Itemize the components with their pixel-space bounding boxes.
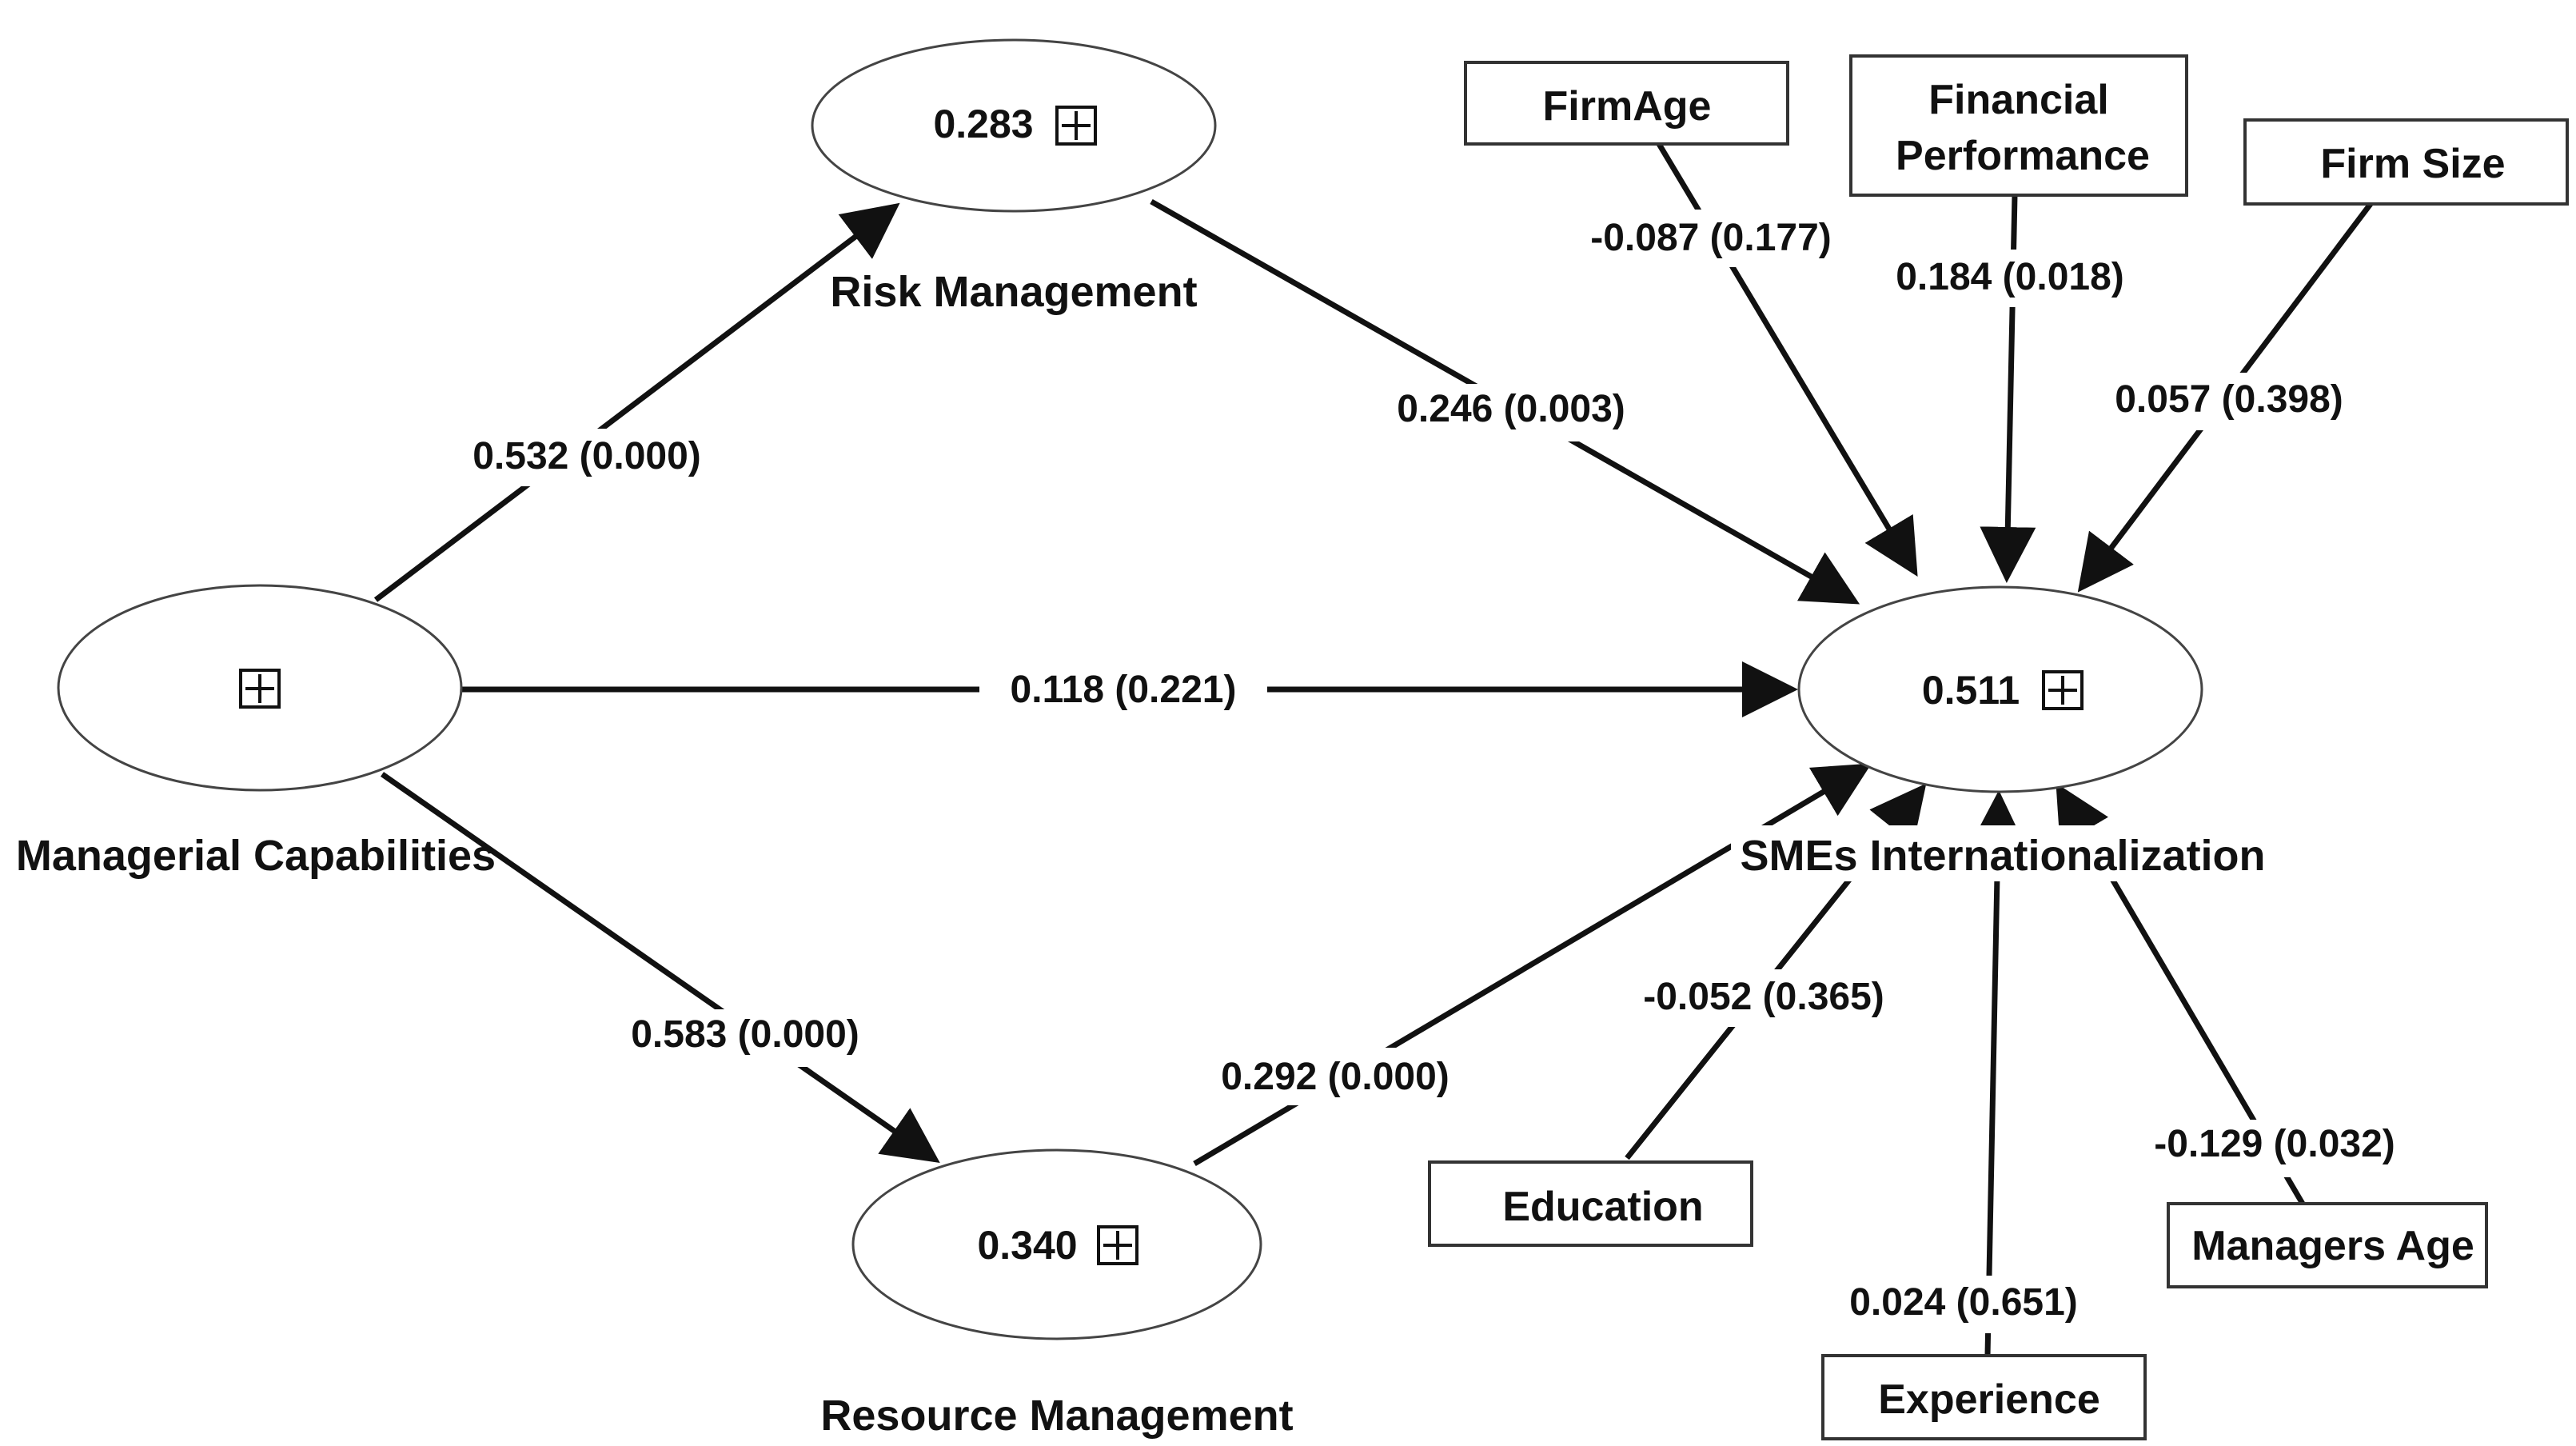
edge-firmage-to-smes [1656,142,1918,577]
construct-risk-management[interactable]: 0.283 Risk Management [811,38,1217,316]
expand-icon[interactable] [1055,106,1097,146]
label-managersage-to-smes: -0.129 (0.032) [2154,1123,2395,1165]
label-education-to-smes: -0.052 (0.365) [1643,976,1884,1018]
control-experience[interactable]: Experience [1821,1354,2147,1440]
label-mc-to-resource: 0.583 (0.000) [631,1013,859,1056]
financial-performance-box[interactable] [1849,54,2188,197]
managers-age-label: Managers Age [2191,1223,2474,1269]
construct-smes-internationalization[interactable]: 0.511 SMEs Internationalization [1731,585,2275,881]
control-firm-age[interactable]: FirmAge [1464,61,1789,146]
construct-resource-management[interactable]: 0.340 Resource Management [820,1148,1294,1440]
firm-age-label: FirmAge [1543,83,1712,130]
firm-size-box[interactable] [2243,118,2569,206]
label-firmsize-to-smes: 0.057 (0.398) [2115,378,2343,421]
label-firmage-to-smes: -0.087 (0.177) [1590,217,1832,259]
label-risk-to-smes: 0.246 (0.003) [1397,388,1625,430]
experience-box[interactable] [1821,1354,2147,1440]
control-managers-age[interactable]: Managers Age [2167,1202,2488,1288]
control-financial-performance[interactable]: Financial Performance [1849,54,2188,197]
label-experience-to-smes: 0.024 (0.651) [1849,1281,2078,1324]
control-firm-size[interactable]: Firm Size [2243,118,2569,206]
financial-performance-label-line1: Financial [1928,77,2108,123]
firm-age-box[interactable] [1464,61,1789,146]
risk-management-ellipse[interactable] [811,38,1217,213]
education-box[interactable] [1428,1160,1753,1247]
resource-management-ellipse[interactable] [851,1148,1262,1340]
edge-mc-to-risk [373,202,900,602]
control-education[interactable]: Education [1428,1160,1753,1247]
label-finperf-to-smes: 0.184 (0.018) [1896,256,2124,298]
resource-management-label: Resource Management [820,1392,1293,1440]
resource-management-r2: 0.340 [977,1223,1077,1268]
managerial-capabilities-label: Managerial Capabilities [16,832,496,880]
label-resource-to-smes: 0.292 (0.000) [1221,1056,1449,1098]
expand-icon[interactable] [2042,670,2084,710]
financial-performance-label-line2: Performance [1896,133,2150,179]
path-labels: 0.118 (0.221) 0.532 (0.000) 0.583 (0.000… [457,210,2411,1333]
managers-age-box[interactable] [2167,1202,2488,1288]
edge-mc-to-resource [380,772,940,1164]
edge-experience-to-smes [1969,790,2026,1356]
smes-internationalization-label: SMEs Internationalization [1740,832,2265,880]
firm-size-label: Firm Size [2320,141,2505,187]
smes-internationalization-ellipse[interactable] [1797,585,2203,793]
risk-management-r2: 0.283 [933,102,1033,146]
risk-management-label: Risk Management [830,268,1197,316]
label-mc-to-smes: 0.118 (0.221) [1011,669,1237,711]
construct-managerial-capabilities[interactable]: Managerial Capabilities [16,584,496,880]
education-label: Education [1502,1184,1703,1230]
expand-icon[interactable] [239,669,281,709]
smes-internationalization-r2: 0.511 [1922,668,2020,713]
expand-icon[interactable] [1097,1225,1138,1265]
label-mc-to-risk: 0.532 (0.000) [473,435,701,477]
experience-label: Experience [1878,1376,2100,1423]
